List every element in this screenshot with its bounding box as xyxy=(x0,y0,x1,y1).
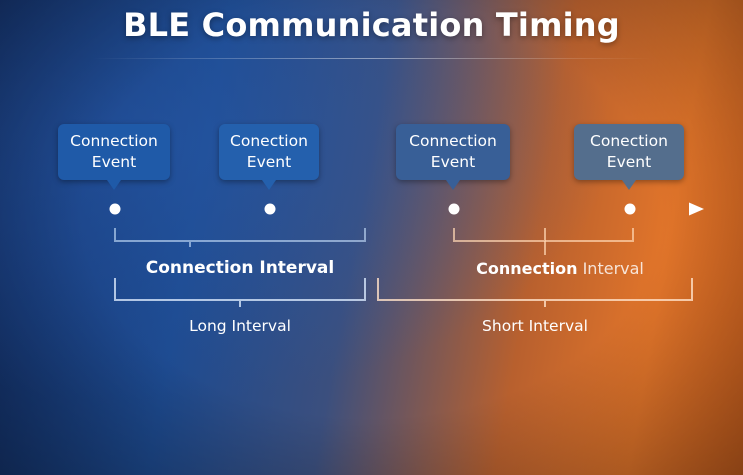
event-marker-4 xyxy=(624,203,636,215)
left-connection-interval-bracket xyxy=(114,228,366,247)
callout-4-line-1: Conection xyxy=(590,132,668,150)
right-connection-interval-label: Connection Interval xyxy=(454,259,666,278)
timeline-arrowhead xyxy=(689,202,704,216)
callout-1-line-2: Event xyxy=(91,153,137,171)
event-marker-3 xyxy=(448,203,460,215)
short-interval-label: Short Interval xyxy=(482,317,588,335)
callout-2-line-2: Event xyxy=(246,153,292,171)
right-interval-label-bold: Connection xyxy=(476,259,578,278)
connection-event-callout-1: Connection Event xyxy=(58,124,170,190)
connection-event-callout-3: Connection Event xyxy=(396,124,510,190)
connection-event-callout-2: Conection Event xyxy=(219,124,319,190)
title-underline xyxy=(92,58,652,59)
right-connection-interval-bracket-b xyxy=(544,228,634,255)
callout-3-line-2: Event xyxy=(430,153,476,171)
long-interval-label: Long Interval xyxy=(189,317,291,335)
right-connection-interval-bracket-a xyxy=(453,228,546,242)
callout-3-line-1: Connection xyxy=(409,132,497,150)
left-connection-interval-label: Connection Interval xyxy=(145,258,335,278)
diagram-title: BLE Communication Timing xyxy=(123,6,620,44)
callout-2-line-1: Conection xyxy=(230,132,308,150)
callout-4-line-2: Event xyxy=(606,153,652,171)
short-interval-bracket xyxy=(377,278,693,307)
callout-1-line-1: Connection xyxy=(70,132,158,150)
event-marker-1 xyxy=(109,203,121,215)
long-interval-bracket xyxy=(114,278,366,307)
event-marker-2 xyxy=(264,203,276,215)
connection-event-callout-4: Conection Event xyxy=(574,124,684,190)
right-interval-label-light: Interval xyxy=(577,259,644,278)
